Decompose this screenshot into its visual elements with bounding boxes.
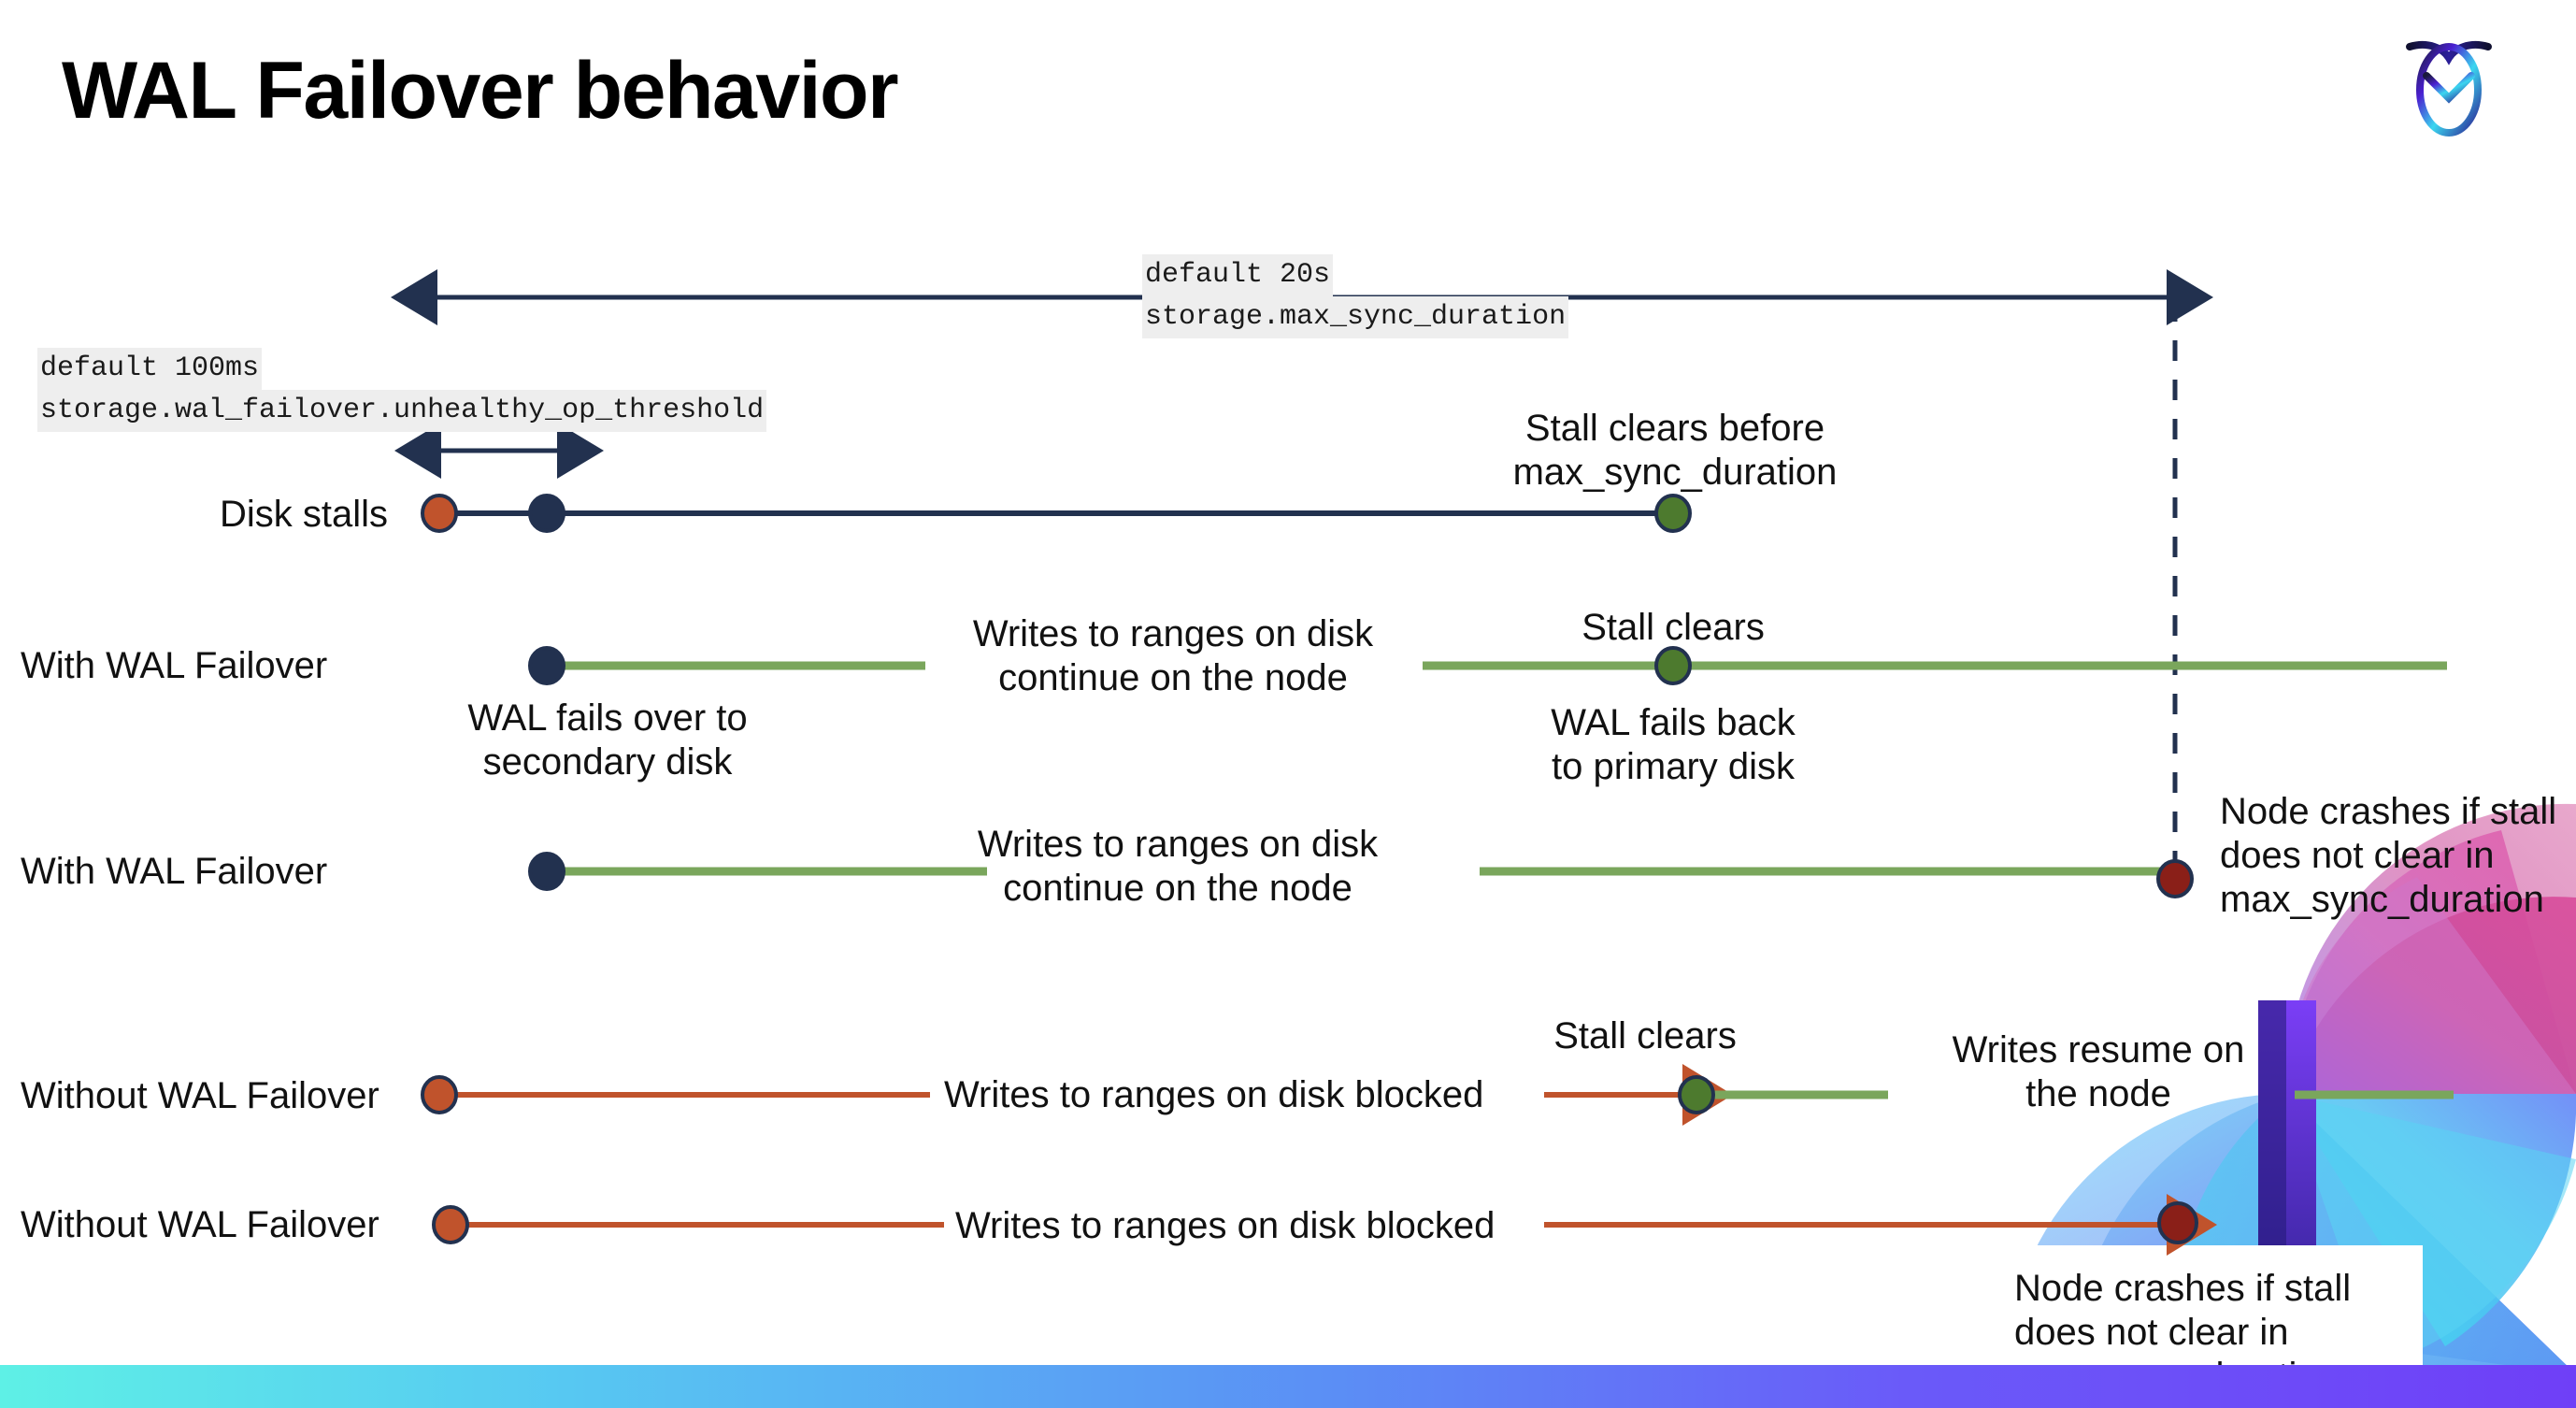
callout-wal-fails-back: WAL fails back to primary disk: [1551, 702, 1796, 787]
annotation-unhealthy-op-threshold: default 100ms storage.wal_failover.unhea…: [37, 348, 767, 432]
annotation-setting-name: storage.max_sync_duration: [1142, 296, 1569, 338]
callout-writes-resume: Writes resume on the node: [1952, 1029, 2245, 1114]
annotation-default-value: default 20s: [1142, 254, 1334, 296]
bottom-gradient-bar: [0, 1365, 2576, 1408]
callout-stall-clears-2: Stall clears: [1553, 1015, 1737, 1056]
callout-stall-clears-before: Stall clears before max_sync_duration: [1512, 408, 1838, 493]
cockroachdb-logo-icon: [2406, 40, 2492, 136]
annotation-setting-name: storage.wal_failover.unhealthy_op_thresh…: [37, 390, 767, 432]
annotation-max-sync-duration: default 20s storage.max_sync_duration: [1142, 254, 1569, 338]
callout-node-crashes-1: Node crashes if stall does not clear in …: [2220, 791, 2557, 920]
row-label-with-wal-failover-recovers: With WAL Failover: [21, 645, 328, 686]
callout-writes-blocked-2: Writes to ranges on disk blocked: [955, 1205, 1496, 1246]
page-title: WAL Failover behavior: [62, 46, 899, 136]
callout-writes-continue-1: Writes to ranges on disk continue on the…: [972, 613, 1374, 698]
callout-wal-fails-over: WAL fails over to secondary disk: [467, 697, 748, 783]
row-disk-stalls-track: [421, 494, 1692, 533]
row-label-with-wal-failover-crashes: With WAL Failover: [21, 851, 328, 892]
callout-writes-continue-2: Writes to ranges on disk continue on the…: [977, 824, 1379, 909]
callout-writes-blocked-1: Writes to ranges on disk blocked: [944, 1074, 1484, 1115]
callout-stall-clears-1: Stall clears: [1581, 607, 1765, 648]
annotation-default-value: default 100ms: [37, 348, 263, 390]
row-label-without-wal-failover-crashes: Without WAL Failover: [21, 1204, 379, 1245]
row-label-disk-stalls: Disk stalls: [220, 494, 389, 535]
row-with-wal-failover-recovers-track: [528, 646, 2447, 685]
row-label-without-wal-failover-recovers: Without WAL Failover: [21, 1075, 379, 1116]
